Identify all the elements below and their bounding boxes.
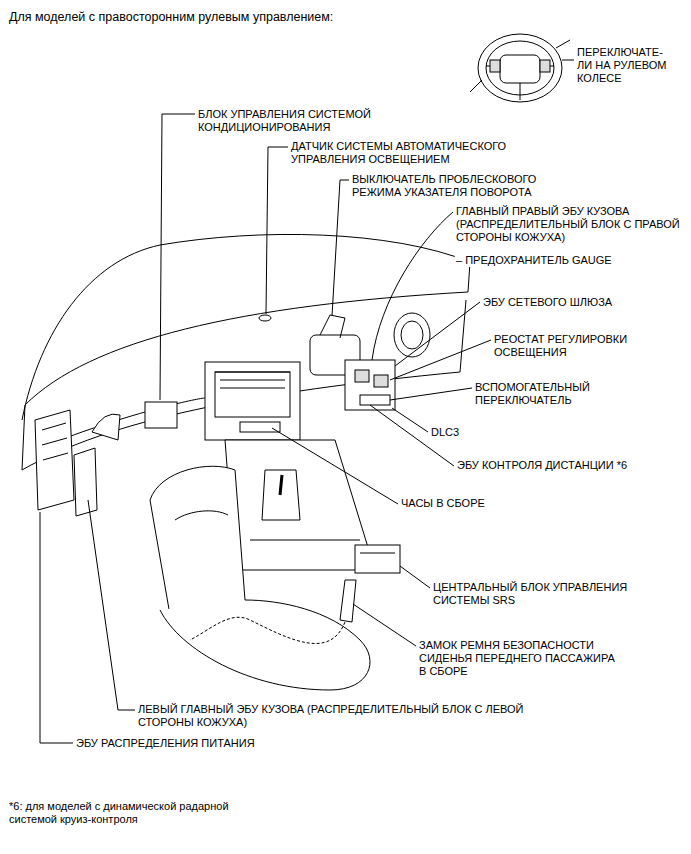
part-label: ЛЕВЫЙ ГЛАВНЫЙ ЭБУ КУЗОВА (РАСПРЕДЕЛИТЕЛЬ…	[137, 703, 579, 729]
part-label: ПЕРЕКЛЮЧАТЕ- ЛИ НА РУЛЕВОМ КОЛЕСЕ	[576, 46, 678, 85]
footnote: *6: для моделей с динамической радарной …	[8, 800, 265, 826]
page-title: Для моделей с правосторонним рулевым упр…	[8, 10, 334, 25]
part-label: ЭБУ СЕТЕВОГО ШЛЮЗА	[482, 296, 674, 309]
part-label: ВСПОМОГАТЕЛЬНЫЙ ПЕРЕКЛЮЧАТЕЛЬ	[474, 381, 656, 407]
part-label: ДАТЧИК СИСТЕМЫ АВТОМАТИЧЕСКОГО УПРАВЛЕНИ…	[290, 140, 542, 166]
part-label: ЧАСЫ В СБОРЕ	[400, 497, 582, 510]
part-label: ГЛАВНЫЙ ПРАВЫЙ ЭБУ КУЗОВА (РАСПРЕДЕЛИТЕЛ…	[455, 205, 685, 244]
part-label: DLC3	[430, 426, 492, 439]
part-label: ЗАМОК РЕМНЯ БЕЗОПАСНОСТИ СИДЕНЬЯ ПЕРЕДНЕ…	[418, 639, 620, 678]
part-label: ЦЕНТРАЛЬНЫЙ БЛОК УПРАВЛЕНИЯ СИСТЕМЫ SRS	[432, 581, 664, 607]
part-label: БЛОК УПРАВЛЕНИЯ СИСТЕМОЙ КОНДИЦИОНИРОВАН…	[197, 108, 414, 134]
steering-wheel-inset	[470, 34, 570, 102]
part-label: ВЫКЛЮЧАТЕЛЬ ПРОБЛЕСКОВОГО РЕЖИМА УКАЗАТЕ…	[351, 173, 563, 199]
part-label: – ПРЕДОХРАНИТЕЛЬ GAUGE	[455, 254, 677, 267]
part-label: ЭБУ РАСПРЕДЕЛЕНИЯ ПИТАНИЯ	[75, 737, 337, 750]
part-label: РЕОСТАТ РЕГУЛИРОВКИ ОСВЕЩЕНИЯ	[493, 333, 675, 359]
part-label: ЭБУ КОНТРОЛЯ ДИСТАНЦИИ *6	[456, 459, 658, 472]
